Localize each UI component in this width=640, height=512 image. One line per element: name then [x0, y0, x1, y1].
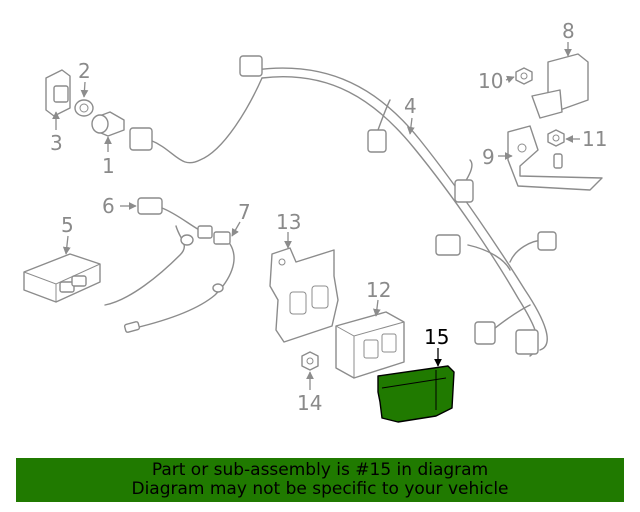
callout-10: 10 — [478, 69, 503, 93]
callout-1: 1 — [102, 154, 115, 178]
callout-8: 8 — [562, 19, 575, 43]
control-module-12 — [335, 311, 405, 379]
grommet — [74, 99, 94, 117]
nut-11 — [547, 129, 565, 147]
bracket — [45, 69, 71, 117]
parking-sensor — [91, 111, 125, 137]
highlighted-part-15[interactable] — [377, 365, 455, 423]
callout-14: 14 — [297, 391, 322, 415]
callout-11: 11 — [582, 127, 607, 151]
callout-5: 5 — [61, 213, 74, 237]
callout-leaders — [52, 42, 580, 390]
callout-9: 9 — [482, 145, 495, 169]
callout-labels: 1 2 3 4 5 6 7 8 9 10 11 12 13 14 15 — [50, 19, 607, 415]
callout-2: 2 — [78, 59, 91, 83]
callout-4: 4 — [404, 94, 417, 118]
mounting-bracket-9 — [507, 125, 603, 191]
mounting-bracket-8 — [531, 53, 589, 119]
callout-15: 15 — [424, 325, 449, 349]
callout-13: 13 — [276, 210, 301, 234]
antenna-cable — [104, 197, 235, 333]
mounting-plate-13 — [269, 247, 339, 343]
banner-line-2: Diagram may not be specific to your vehi… — [131, 479, 509, 499]
banner-line-1: Part or sub-assembly is #15 in diagram — [151, 460, 489, 480]
nut-14 — [301, 351, 319, 371]
callout-12: 12 — [366, 278, 391, 302]
wiring-harness — [129, 55, 557, 357]
info-banner: Part or sub-assembly is #15 in diagram D… — [16, 458, 624, 502]
callout-6: 6 — [102, 194, 115, 218]
nut-10 — [515, 67, 533, 85]
module-5 — [23, 253, 101, 303]
callout-7: 7 — [238, 200, 251, 224]
callout-3: 3 — [50, 131, 63, 155]
